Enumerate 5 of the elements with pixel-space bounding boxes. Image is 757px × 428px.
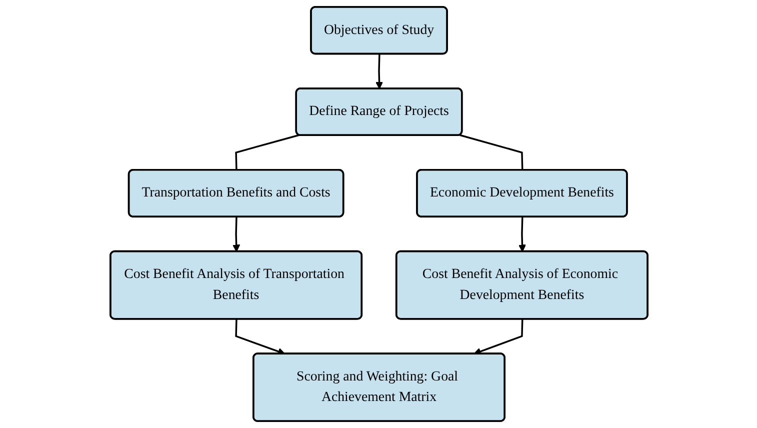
arrow (518, 217, 526, 252)
connector (234, 134, 299, 170)
connector (459, 134, 523, 170)
arrow (374, 54, 383, 90)
arrow (232, 217, 240, 252)
